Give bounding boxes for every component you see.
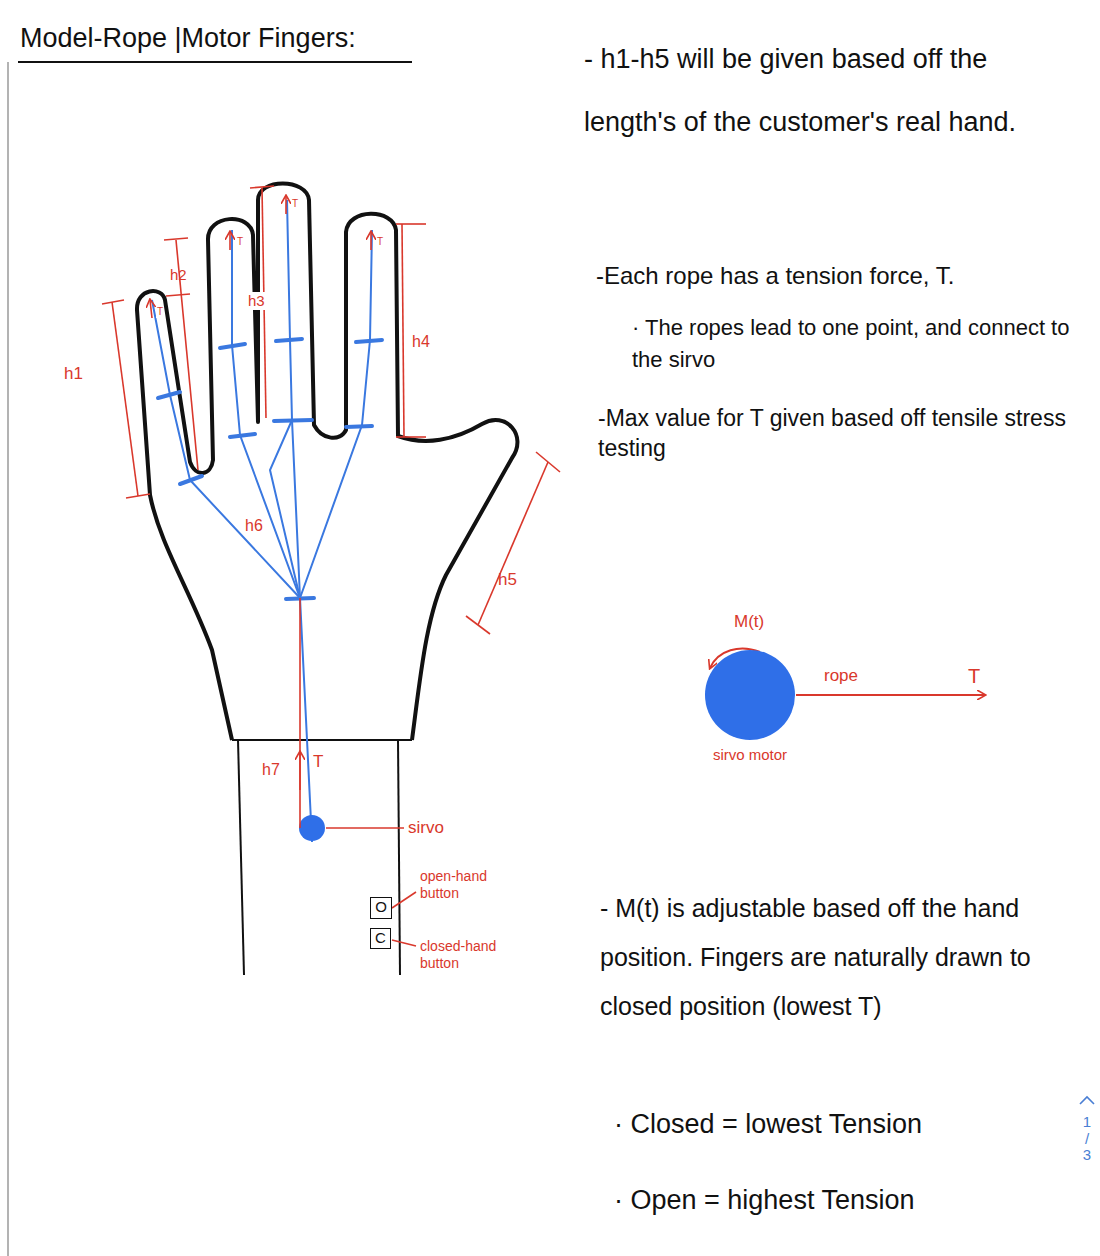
button-letter: C [375,930,386,947]
servo-dot [299,815,325,841]
servo-label: sirvo [408,818,444,838]
tension-label: T [312,752,324,772]
dimension-label: h4 [412,332,430,351]
button-label: open-hand button [420,868,516,902]
tension-label: T [968,664,980,688]
tension-label: T [236,236,244,248]
dimension-label: h5 [498,570,517,590]
tension-label: T [291,198,299,210]
servo-motor-circle: sirvo motor [702,650,798,763]
note-text: - h1-h5 will be given based off the leng… [584,28,1084,155]
tension-label: T [376,236,384,248]
button-letter: O [375,899,387,916]
note-text: - M(t) is adjustable based off the hand … [600,884,1090,1030]
page-title: Model-Rope |Motor Fingers: [20,22,356,54]
hand-button: O [370,897,392,919]
forearm-edge [238,740,244,975]
servo-motor-label: sirvo motor [702,746,798,763]
rope-label: rope [824,666,858,686]
dimension-label: h2 [170,266,187,284]
note-text: -Each rope has a tension force, T. [596,262,1076,291]
button-label: closed-hand button [420,938,516,972]
servo-motor-shape [702,650,798,742]
note-text: · The ropes lead to one point, and conne… [632,312,1072,376]
hand-outline [137,184,517,741]
forearm-edge [398,740,400,975]
tension-label: T [156,306,164,318]
dimension-label: h6 [244,516,264,535]
note-text: -Max value for T given based off tensile… [598,404,1088,464]
rope-line [796,694,985,696]
joint-marks [158,339,382,599]
dimension-label: h1 [64,364,83,384]
page-indicator: 1 / 3 [1080,1114,1094,1164]
finger-ropes [152,200,372,842]
dimension-lines [102,186,560,828]
sleeve-edge [232,739,412,741]
page-chevron [1080,1097,1094,1104]
hand-button: C [370,928,391,949]
note-text: · Open = highest Tension [614,1184,914,1216]
dimension-label: h7 [262,760,280,779]
margin-line [7,62,9,1256]
note-text: · Closed = lowest Tension [614,1108,922,1140]
title-underline [18,61,412,63]
moment-label: M(t) [734,612,764,632]
dimension-label: h3 [247,292,266,310]
